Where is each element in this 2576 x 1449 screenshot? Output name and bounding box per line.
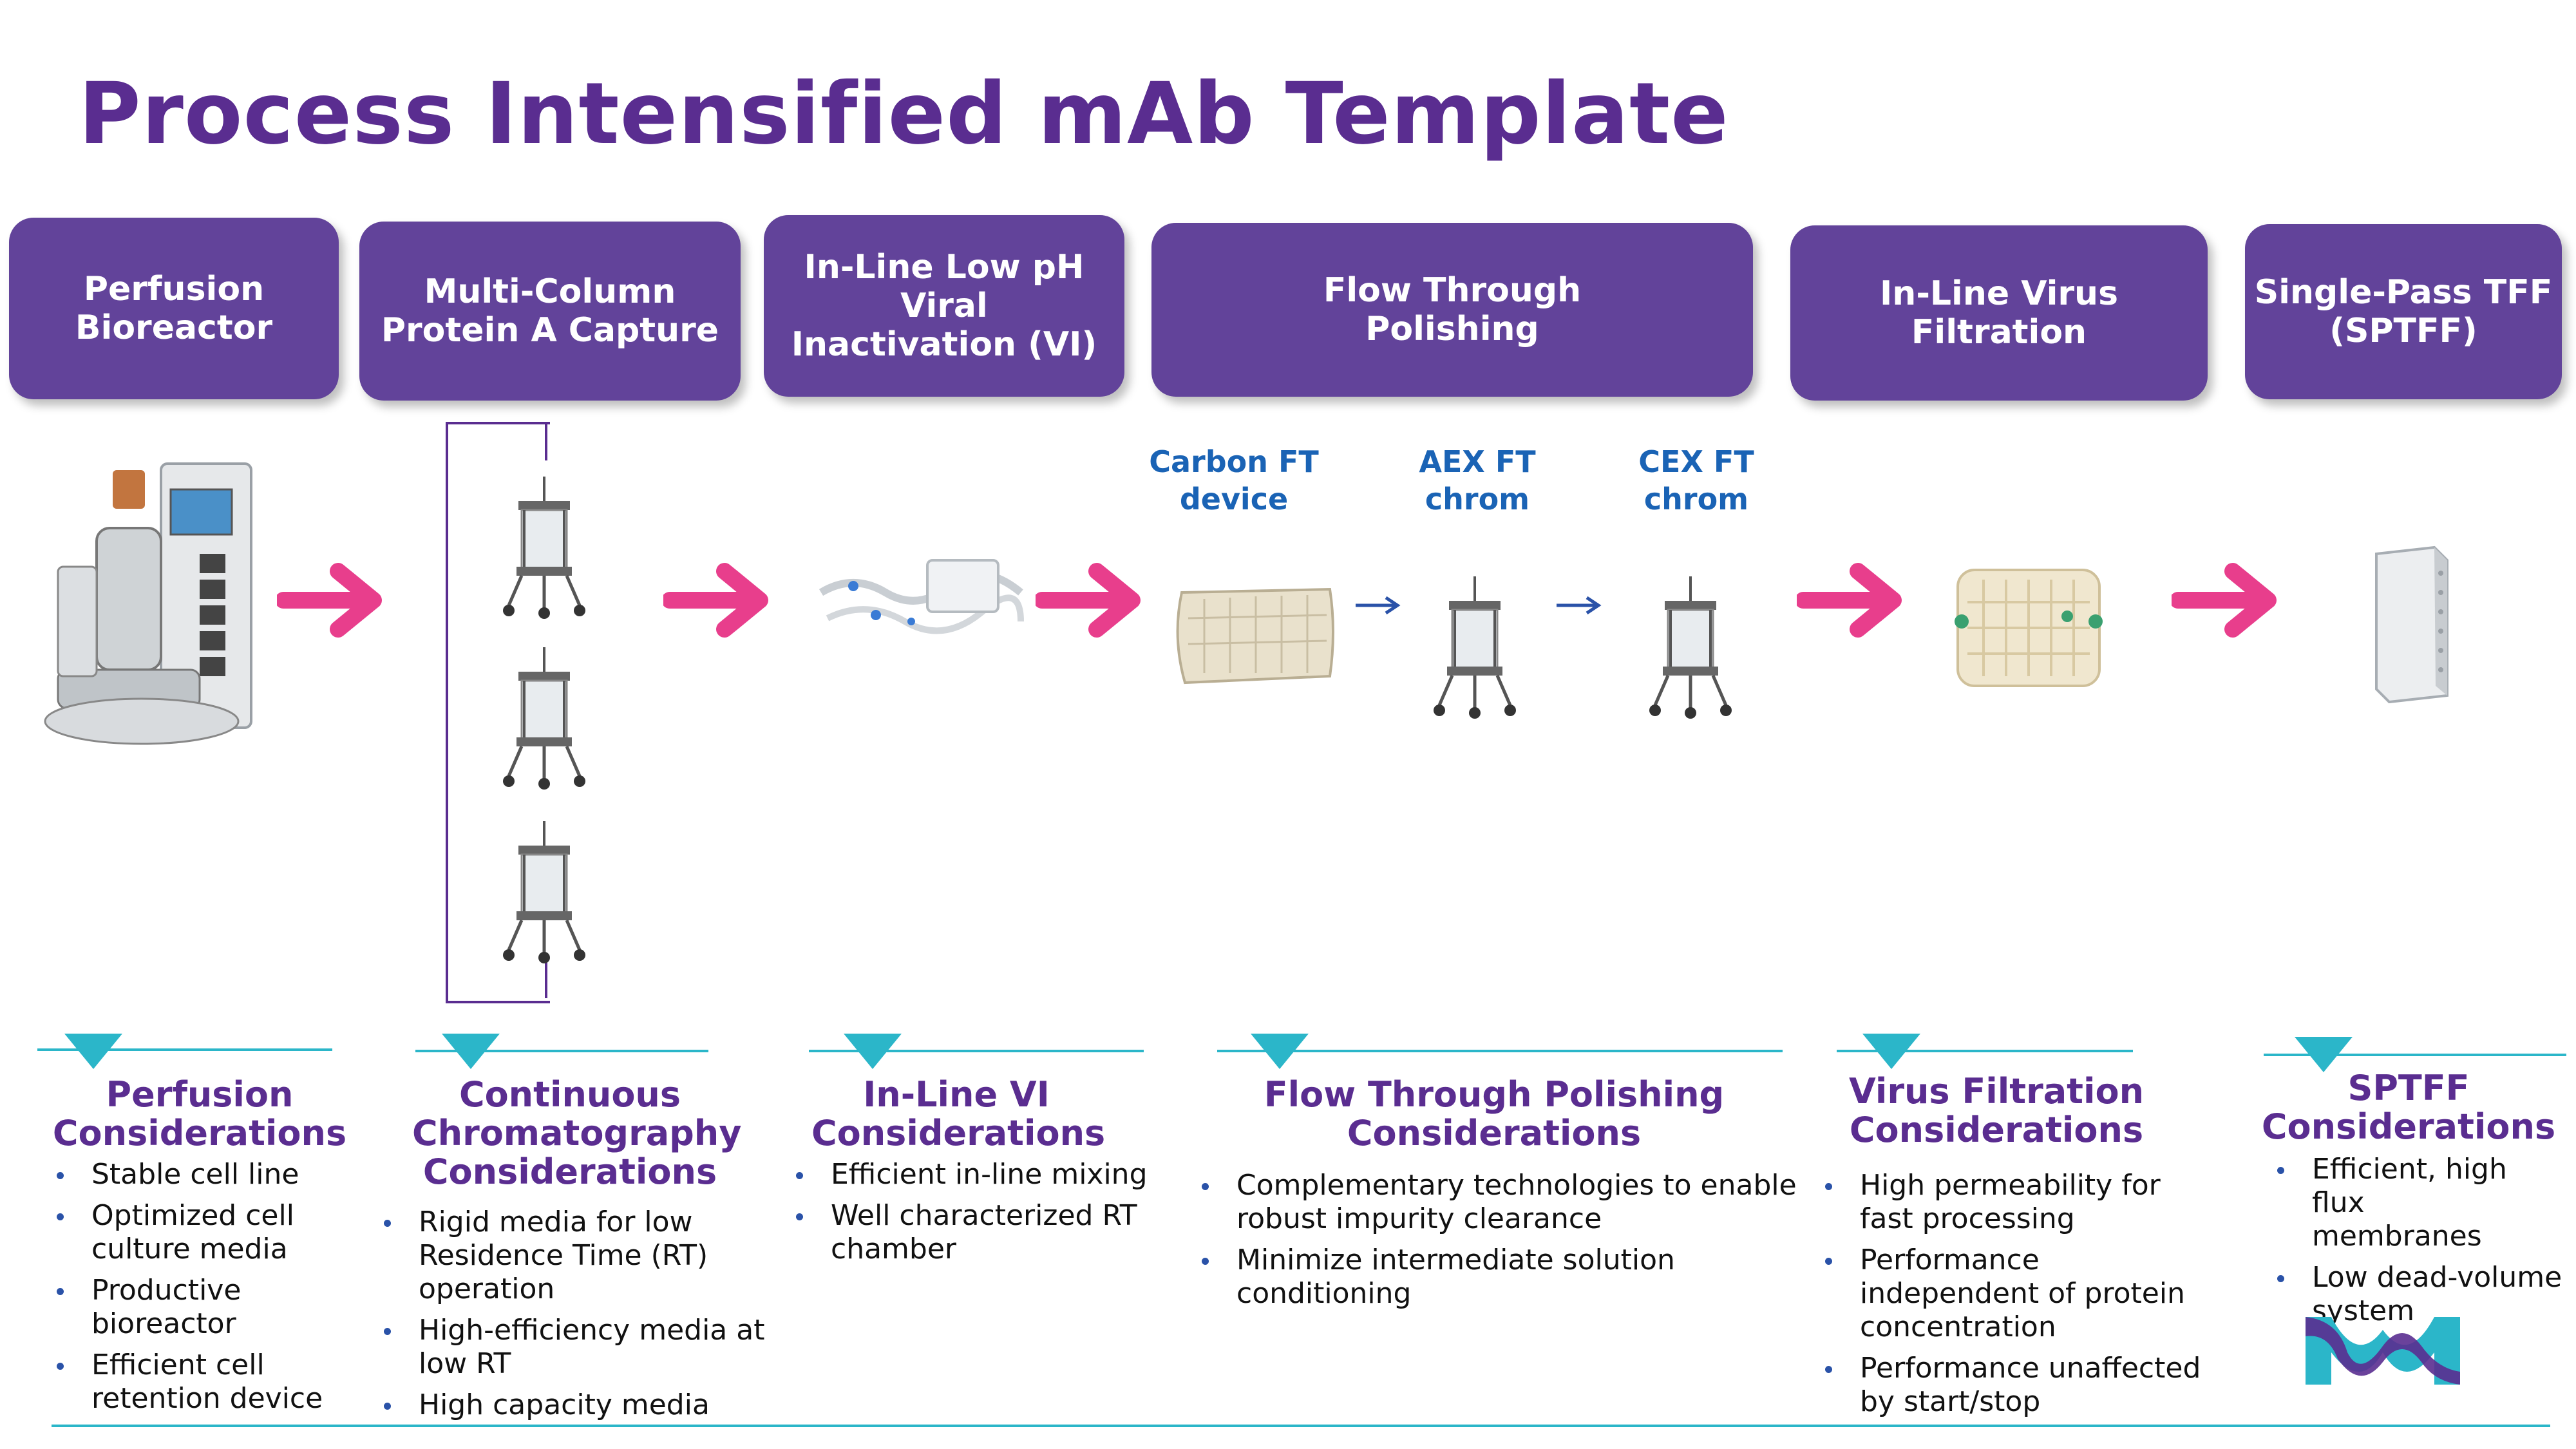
flow-arrow-1	[277, 563, 382, 638]
sptff-considerations-list: Efficient, high flux membranes Low dead-…	[2272, 1153, 2568, 1336]
label-cex-ft-chrom: CEX FT chrom	[1638, 444, 1754, 516]
cex-ft-column-image	[1642, 576, 1739, 721]
step-perfusion-bioreactor: Perfusion Bioreactor	[9, 218, 339, 399]
virus-filtration-considerations-title: Virus Filtration Considerations	[1848, 1071, 2145, 1150]
list-item: Minimize intermediate solution condition…	[1197, 1244, 1802, 1311]
list-item: Optimized cell culture media	[52, 1199, 348, 1266]
triangle-marker-inline-vi	[844, 1034, 902, 1069]
list-item: Efficient cell retention device	[52, 1349, 348, 1416]
divider-polishing	[1217, 1050, 1783, 1052]
column-bracket-tick-top	[545, 422, 547, 460]
flow-arrow-3	[1036, 563, 1141, 638]
chromatography-considerations-list: Rigid media for low Residence Time (RT) …	[379, 1206, 778, 1430]
triangle-marker-chromatography	[442, 1034, 500, 1069]
perfusion-considerations-title: Perfusion Considerations	[52, 1074, 347, 1153]
list-item: Stable cell line	[52, 1158, 348, 1191]
brand-logo	[2306, 1317, 2460, 1385]
list-item: High-efficiency media at low RT	[379, 1314, 778, 1381]
polishing-arrow-2	[1557, 596, 1602, 615]
polishing-arrow-1	[1356, 596, 1401, 615]
divider-inline-vi	[809, 1050, 1144, 1052]
footer-divider	[52, 1425, 2550, 1427]
protein-a-column-3	[496, 821, 592, 966]
inline-vi-considerations-list: Efficient in-line mixing Well characteri…	[791, 1158, 1177, 1274]
inline-vi-considerations-title: In-Line VI Considerations	[811, 1074, 1106, 1153]
divider-perfusion	[37, 1048, 332, 1051]
list-item: Efficient, high flux membranes	[2272, 1153, 2568, 1253]
flow-arrow-4	[1797, 563, 1902, 638]
list-item: Productive bioreactor	[52, 1274, 348, 1341]
protein-a-column-2	[496, 647, 592, 792]
sptff-considerations-title: SPTFF Considerations	[2261, 1068, 2556, 1147]
list-item: Efficient in-line mixing	[791, 1158, 1177, 1191]
step-sptff: Single-Pass TFF (SPTFF)	[2245, 224, 2562, 399]
triangle-marker-polishing	[1251, 1034, 1309, 1069]
chromatography-considerations-title: Continuous Chromatography Considerations	[412, 1074, 742, 1192]
page-title: Process Intensified mAb Template	[79, 64, 1729, 164]
virus-filter-image	[1955, 569, 2103, 687]
triangle-marker-virus-filtration	[1862, 1034, 1920, 1069]
step-virus-filtration: In-Line Virus Filtration	[1790, 225, 2208, 401]
flow-arrow-2	[663, 563, 768, 638]
list-item: Performance independent of protein conce…	[1820, 1244, 2232, 1344]
aex-ft-column-image	[1426, 576, 1523, 721]
step-viral-inactivation: In-Line Low pH Viral Inactivation (VI)	[764, 215, 1124, 397]
list-item: Performance unaffected by start/stop	[1820, 1352, 2232, 1419]
polishing-considerations-list: Complementary technologies to enable rob…	[1197, 1169, 1802, 1318]
carbon-ft-device-image	[1176, 587, 1334, 685]
list-item: Rigid media for low Residence Time (RT) …	[379, 1206, 778, 1306]
list-item: Low dead-volume system	[2272, 1261, 2568, 1328]
divider-chromatography	[415, 1050, 708, 1052]
protein-a-column-1	[496, 477, 592, 621]
sptff-cassette-image	[2375, 545, 2448, 704]
bioreactor-image	[44, 462, 252, 745]
label-aex-ft-chrom: AEX FT chrom	[1419, 444, 1536, 516]
divider-sptff	[2264, 1054, 2566, 1056]
viral-inactivation-tubing-image	[819, 559, 1024, 634]
triangle-marker-sptff	[2295, 1037, 2353, 1072]
column-bracket-tick-bottom	[545, 960, 547, 998]
column-bracket	[446, 422, 550, 1003]
triangle-marker-perfusion	[64, 1034, 122, 1069]
step-protein-a-capture: Multi-Column Protein A Capture	[359, 222, 741, 401]
list-item: Complementary technologies to enable rob…	[1197, 1169, 1802, 1236]
list-item: High permeability for fast processing	[1820, 1169, 2232, 1236]
divider-virus-filtration	[1837, 1050, 2133, 1052]
polishing-considerations-title: Flow Through Polishing Considerations	[1264, 1074, 1725, 1153]
flow-arrow-5	[2172, 563, 2277, 638]
list-item: High capacity media	[379, 1388, 778, 1422]
virus-filtration-considerations-list: High permeability for fast processing Pe…	[1820, 1169, 2232, 1426]
step-flow-through-polishing: Flow Through Polishing	[1151, 223, 1753, 397]
perfusion-considerations-list: Stable cell line Optimized cell culture …	[52, 1158, 348, 1423]
label-carbon-ft-device: Carbon FT device	[1149, 444, 1319, 516]
list-item: Well characterized RT chamber	[791, 1199, 1177, 1266]
